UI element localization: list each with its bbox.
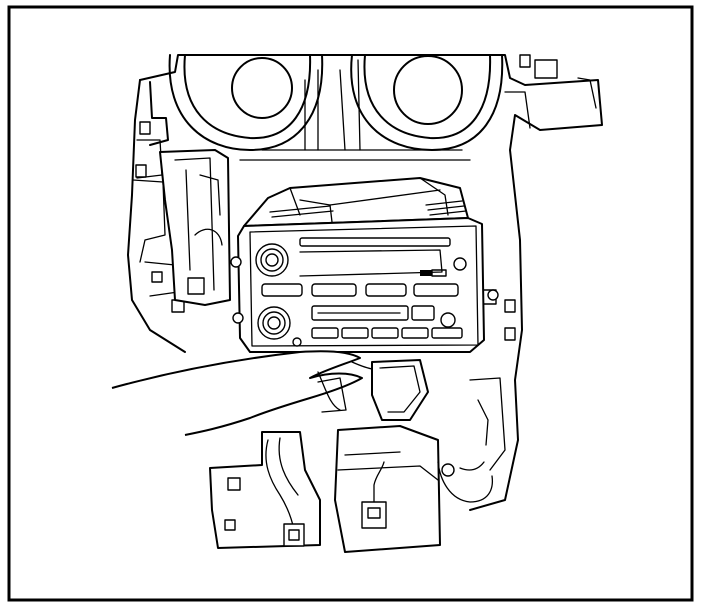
screw-head: [292, 337, 302, 347]
preset-button: [413, 283, 459, 297]
radio-head-unit-icon: [230, 177, 485, 353]
clip-hole: [139, 121, 151, 135]
air-vent-icon: [231, 57, 293, 119]
screw-head: [487, 289, 499, 301]
air-vent-left: [168, 54, 324, 151]
function-button: [311, 327, 339, 339]
lower-console-area: [209, 359, 506, 553]
clip-hole: [227, 477, 241, 491]
clip-hole: [224, 519, 236, 531]
preset-button: [365, 283, 407, 297]
wire-connector-icon: [441, 463, 455, 477]
clip-hole: [504, 299, 516, 313]
tune-knob-small: [440, 312, 456, 328]
cd-slot: [299, 237, 451, 247]
function-button: [371, 327, 399, 339]
screw-head: [232, 312, 244, 324]
left-mount-bracket: [159, 149, 231, 306]
chassis-vent-ribs: [269, 200, 467, 218]
hand-icon: [111, 350, 391, 436]
function-button: [431, 327, 463, 339]
clip-hole: [519, 54, 531, 68]
clip-hole: [135, 164, 147, 178]
air-vent-icon: [393, 55, 463, 125]
clip-hole: [151, 271, 163, 283]
border-frame: [7, 5, 694, 602]
function-button: [401, 327, 429, 339]
preset-button: [261, 283, 303, 297]
screw-head: [230, 256, 242, 268]
wire-connector-icon: [334, 425, 441, 553]
bracket-tab: [187, 277, 205, 295]
dash-bezel: [127, 54, 603, 511]
eject-button: [453, 257, 467, 271]
function-button: [341, 327, 369, 339]
cd-logo: [431, 269, 447, 277]
clip-hole: [504, 327, 516, 341]
tape-button: [411, 305, 435, 321]
air-vent-right: [350, 54, 504, 151]
preset-button: [311, 283, 357, 297]
clip-hole: [534, 59, 558, 79]
